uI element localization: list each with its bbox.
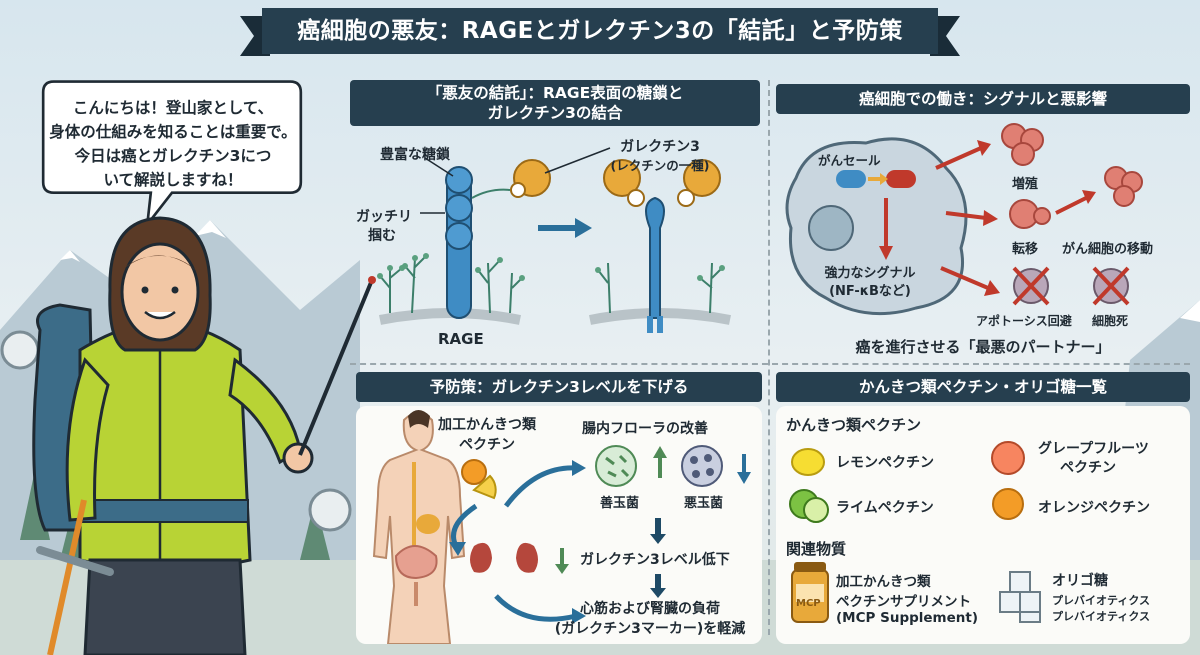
panel-binding-header-line: ガレクチン3の結合: [487, 104, 623, 122]
label-load-1: 心筋および腎臓の負荷: [580, 601, 720, 617]
mcp-line-1: 加工かんきつ類: [836, 574, 931, 590]
speech-bubble-text: こんにちは！登山家として、 身体の仕組みを知ることは重要で。 今日は癌とガレクチ…: [38, 96, 308, 192]
speech-line: いて解説しますね！: [103, 171, 243, 189]
label-galectin-1: ガレクチン3: [620, 139, 700, 155]
prevention-diagram: [372, 410, 751, 644]
title-ribbon: [240, 8, 960, 56]
lemon-icon: [791, 448, 825, 476]
panel-list-header: かんきつ類ペクチン・オリゴ糖一覧: [776, 372, 1190, 402]
oligo-line-1: オリゴ糖: [1052, 573, 1108, 589]
oligosaccharide-cube-icon: [999, 571, 1041, 623]
oligo-line-2: プレバイオティクス: [1052, 594, 1151, 607]
label-grip-2: 掴む: [368, 228, 396, 244]
horizontal-divider: [350, 363, 1190, 365]
label-rage: RAGE: [438, 330, 484, 348]
mcp-jar-icon: [791, 562, 829, 623]
binding-diagram: [377, 147, 731, 333]
item-lime: ライムペクチン: [836, 500, 934, 516]
item-grapefruit-2: ペクチン: [1060, 460, 1116, 476]
page-title: 癌細胞の悪友：RAGEとガレクチン3の「結託」と予防策: [297, 18, 903, 44]
label-galectin-2: (レクチンの一種): [610, 158, 710, 173]
label-flora: 腸内フローラの改善: [582, 421, 708, 437]
grapefruit-icon: [991, 441, 1025, 475]
label-load-2: (ガレクチン3マーカー)を軽減: [554, 621, 746, 637]
speech-line: こんにちは！登山家として、: [72, 99, 274, 117]
label-bad-bacteria: 悪玉菌: [684, 496, 724, 511]
label-good-bacteria: 善玉菌: [600, 496, 640, 511]
lime-icon: [789, 489, 829, 523]
fruit-icons: [789, 441, 1041, 623]
label-signal-2: (NF-κBなど): [829, 284, 911, 299]
label-glycans: 豊富な糖鎖: [380, 147, 450, 163]
item-orange: オレンジペクチン: [1038, 500, 1150, 516]
label-cell-death: 細胞死: [1092, 314, 1129, 328]
label-metastasis: 転移: [1012, 242, 1039, 257]
item-grapefruit-1: グレープフルーツ: [1038, 441, 1149, 457]
signal-diagram: [785, 123, 1143, 316]
panel-prevention-header: 予防策：ガレクチン3レベルを下げる: [356, 372, 762, 402]
label-cancer-cell: がんセール: [818, 153, 881, 168]
label-proliferation: 増殖: [1012, 177, 1039, 192]
speech-bubble: [41, 80, 303, 228]
panel-binding: 「悪友の結託」：RAGE表面の糖鎖と ガレクチン3の結合: [350, 80, 760, 358]
orange-icon: [992, 488, 1024, 520]
mcp-line-2: ペクチンサプリメント: [836, 594, 971, 610]
speech-line: 今日は癌とガレクチン3につ: [74, 147, 272, 165]
label-grip-1: ガッチリ: [356, 209, 412, 225]
signal-footer: 癌を進行させる「最悪のパートナー」: [855, 338, 1111, 356]
panel-list: [776, 406, 1190, 644]
speech-line: 身体の仕組みを知ることは重要で。: [49, 123, 297, 141]
section-related: 関連物質: [786, 540, 847, 558]
label-processed-pectin-2: ペクチン: [459, 437, 515, 453]
label-processed-pectin-1: 加工かんきつ類: [438, 417, 536, 433]
mcp-line-3: (MCP Supplement): [836, 610, 979, 626]
panel-binding-header-line: 「悪友の結託」：RAGE表面の糖鎖と: [426, 84, 684, 102]
hiker-illustration: [32, 216, 376, 655]
label-galectin-down: ガレクチン3レベル低下: [580, 552, 730, 568]
mcp-jar-label: MCP: [796, 598, 821, 609]
label-signal-1: 強力なシグナル: [824, 266, 916, 281]
label-apoptosis-evasion: アポトーシス回避: [976, 314, 1072, 328]
panel-signal-header: 癌細胞での働き：シグナルと悪影響: [776, 84, 1190, 114]
panel-binding-header: 「悪友の結託」：RAGE表面の糖鎖と ガレクチン3の結合: [350, 80, 760, 126]
vertical-divider: [768, 80, 770, 635]
item-lemon: レモンペクチン: [836, 455, 934, 471]
oligo-line-3: プレバイオティクス: [1052, 610, 1151, 623]
label-migration: がん細胞の移動: [1062, 242, 1154, 257]
section-pectin: かんきつ類ペクチン: [786, 416, 922, 434]
